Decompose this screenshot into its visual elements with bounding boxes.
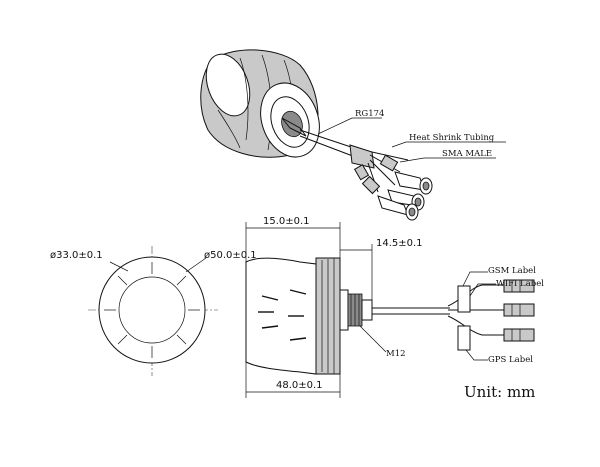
sma-connectors-iso [377, 171, 433, 221]
sma-male-label: SMA MALE [442, 149, 492, 159]
thread-label: M12 [386, 349, 406, 359]
dimension-lines [245, 222, 373, 398]
cable-label: RG174 [355, 109, 384, 119]
gsm-label: GSM Label [488, 266, 536, 276]
front-view [88, 246, 218, 376]
inner-diameter-dim: ø33.0±0.1 [50, 250, 103, 261]
overall-width-dim: 48.0±0.1 [276, 380, 323, 391]
isometric-view [200, 49, 506, 221]
unit-label: Unit: mm [464, 383, 535, 401]
side-view [245, 257, 535, 375]
heat-shrink-label: Heat Shrink Tubing [409, 133, 495, 143]
gps-label: GPS Label [488, 355, 533, 365]
top-width-dim: 15.0±0.1 [263, 216, 310, 227]
stud-length-dim: 14.5±0.1 [376, 238, 423, 249]
outer-diameter-dim: ø50.0±0.1 [204, 250, 257, 261]
wifi-label: WIFI Label [496, 279, 544, 289]
